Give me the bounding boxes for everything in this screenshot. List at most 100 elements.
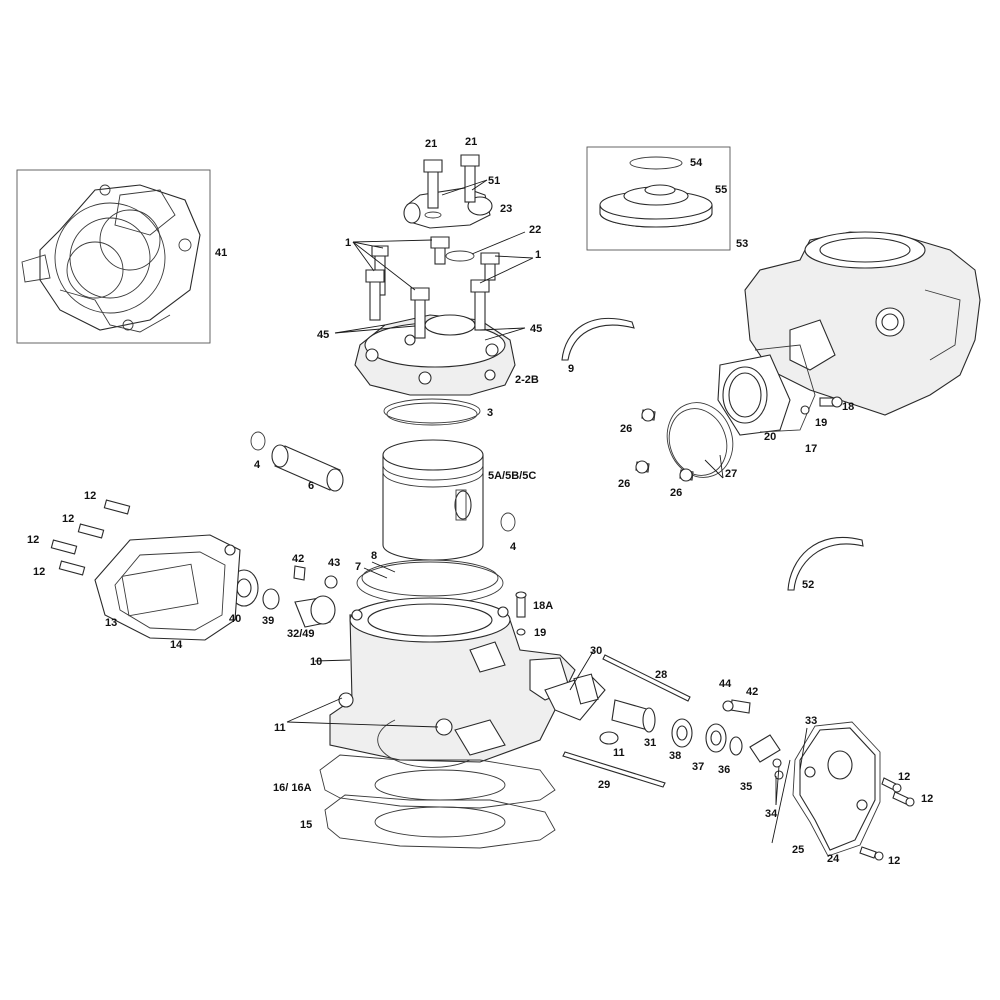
- label-13: 13: [105, 617, 117, 629]
- label-11b: 11: [613, 747, 625, 759]
- label-41: 41: [215, 247, 227, 259]
- valve-lever: [544, 673, 606, 721]
- water-outlet: [403, 154, 493, 262]
- label-16: 16/ 16A: [273, 782, 312, 794]
- cylinder: [329, 597, 576, 768]
- head-o-ring: [383, 398, 481, 424]
- label-39: 39: [262, 615, 274, 627]
- label-10: 10: [310, 656, 322, 668]
- crankcase: [744, 231, 981, 416]
- label-31: 31: [644, 737, 656, 749]
- label-21a: 21: [425, 138, 437, 150]
- label-1a: 1: [345, 237, 351, 249]
- label-12d: 12: [33, 566, 45, 578]
- label-8: 8: [371, 550, 377, 562]
- clamp-27a: [666, 402, 734, 478]
- label-54: 54: [690, 157, 703, 169]
- label-21b: 21: [465, 136, 477, 148]
- label-26a: 26: [620, 423, 632, 435]
- label-1b: 1: [535, 249, 541, 261]
- label-45b: 45: [530, 323, 542, 335]
- hose-9: [561, 317, 635, 361]
- screws-26: [635, 408, 694, 482]
- leader-lines: [286, 179, 808, 844]
- label-52: 52: [802, 579, 814, 591]
- piston: [382, 439, 484, 561]
- label-51: 51: [488, 175, 500, 187]
- label-6: 6: [308, 480, 314, 492]
- valve-cover: [792, 721, 881, 857]
- label-55: 55: [715, 184, 727, 196]
- label-53: 53: [736, 238, 748, 250]
- label-11a: 11: [274, 722, 286, 734]
- label-32-49: 32/49: [287, 628, 315, 640]
- label-12c: 12: [27, 534, 39, 546]
- rod-28: [602, 654, 691, 702]
- left-cover-bolts: [50, 499, 131, 576]
- left-valve-parts: [229, 565, 338, 628]
- label-7: 7: [355, 561, 361, 573]
- label-38: 38: [669, 750, 681, 762]
- valve-assembly: [599, 699, 784, 780]
- label-37: 37: [692, 761, 704, 773]
- rod-29: [562, 751, 666, 788]
- part-labels: 41 21 21 51 23 22 1 1 45 45 2-2B 3 4 6 5…: [27, 136, 933, 867]
- label-42b: 42: [746, 686, 758, 698]
- label-35: 35: [740, 781, 752, 793]
- label-4a: 4: [254, 459, 261, 471]
- label-19a: 19: [815, 417, 827, 429]
- label-40: 40: [229, 613, 241, 625]
- gasket-kit-inset: [16, 169, 211, 344]
- hose-52: [787, 536, 864, 591]
- label-33: 33: [805, 715, 817, 727]
- head-bolts: [365, 236, 500, 339]
- fitting-18: [800, 396, 843, 415]
- label-12e: 12: [898, 771, 910, 783]
- label-18: 18: [842, 401, 854, 413]
- label-3: 3: [487, 407, 493, 419]
- label-15: 15: [300, 819, 312, 831]
- piston-pin: [271, 444, 344, 492]
- label-9: 9: [568, 363, 574, 375]
- cover-bolts-right: [859, 777, 915, 861]
- label-45a: 45: [317, 329, 329, 341]
- label-27: 27: [725, 468, 737, 480]
- base-ring-8: [361, 559, 499, 597]
- label-2-2b: 2-2B: [515, 374, 539, 386]
- cylinder-base-gaskets: [319, 754, 556, 849]
- label-24: 24: [827, 853, 840, 865]
- label-34: 34: [765, 808, 778, 820]
- label-43: 43: [328, 557, 340, 569]
- label-26b: 26: [618, 478, 630, 490]
- label-29: 29: [598, 779, 610, 791]
- label-12b: 12: [62, 513, 74, 525]
- label-28: 28: [655, 669, 667, 681]
- label-18a: 18A: [533, 600, 553, 612]
- label-23: 23: [500, 203, 512, 215]
- label-25: 25: [792, 844, 804, 856]
- head-insert-inset: [586, 146, 731, 251]
- label-26c: 26: [670, 487, 682, 499]
- label-12g: 12: [888, 855, 900, 867]
- label-12f: 12: [921, 793, 933, 805]
- label-36: 36: [718, 764, 730, 776]
- label-19b: 19: [534, 627, 546, 639]
- label-20: 20: [764, 431, 776, 443]
- label-12a: 12: [84, 490, 96, 502]
- clamp-27b: [668, 408, 728, 476]
- label-5: 5A/5B/5C: [488, 470, 536, 482]
- stud-18a: [515, 591, 527, 636]
- label-42a: 42: [292, 553, 304, 565]
- label-44: 44: [719, 678, 732, 690]
- label-4b: 4: [510, 541, 517, 553]
- label-14: 14: [170, 639, 183, 651]
- circlip-left: [250, 431, 266, 451]
- label-22: 22: [529, 224, 541, 236]
- circlip-right: [500, 512, 516, 532]
- label-17: 17: [805, 443, 817, 455]
- label-30: 30: [590, 645, 602, 657]
- left-cover: [94, 534, 241, 641]
- cylinder-head: [354, 314, 516, 396]
- intake-manifold: [717, 344, 816, 436]
